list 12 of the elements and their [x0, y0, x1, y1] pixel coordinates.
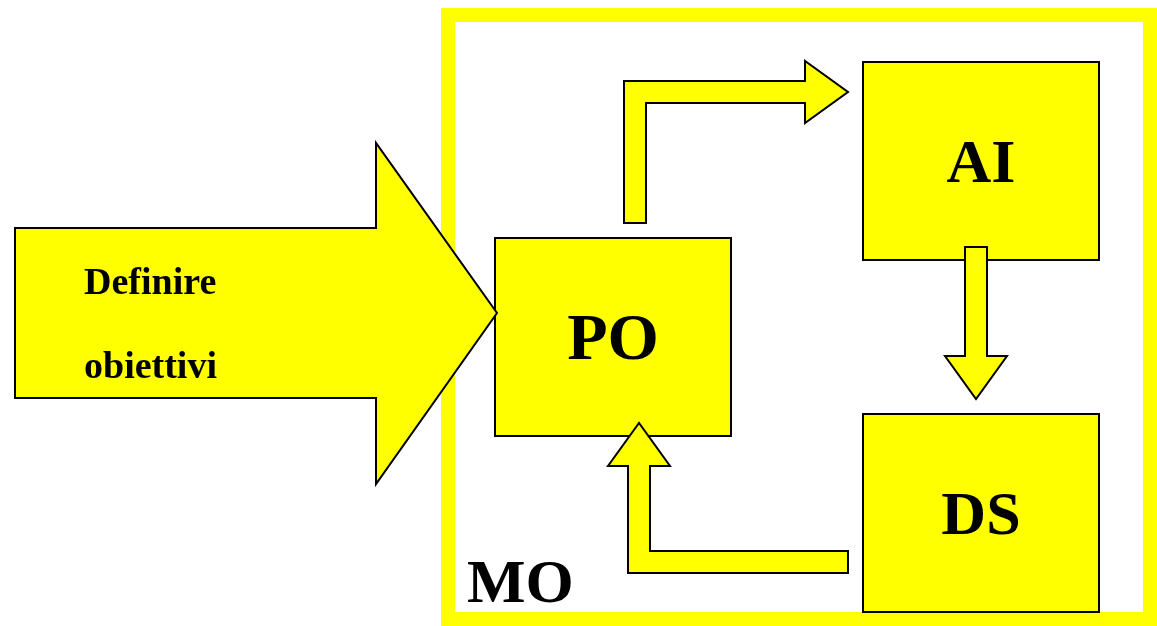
process-box: [862, 61, 1100, 261]
box-label: PO: [567, 304, 659, 370]
frame-border: [441, 8, 1157, 626]
block-arrow: [943, 246, 1009, 401]
box-label: AI: [946, 130, 1016, 192]
block-arrow: [606, 421, 849, 574]
block-arrow: [623, 59, 850, 224]
arrow-label: Definire obiettivi: [84, 259, 218, 388]
frame-label: MO: [467, 550, 574, 612]
box-label: DS: [941, 482, 1021, 544]
process-box: [862, 413, 1100, 613]
process-box: [494, 237, 732, 437]
